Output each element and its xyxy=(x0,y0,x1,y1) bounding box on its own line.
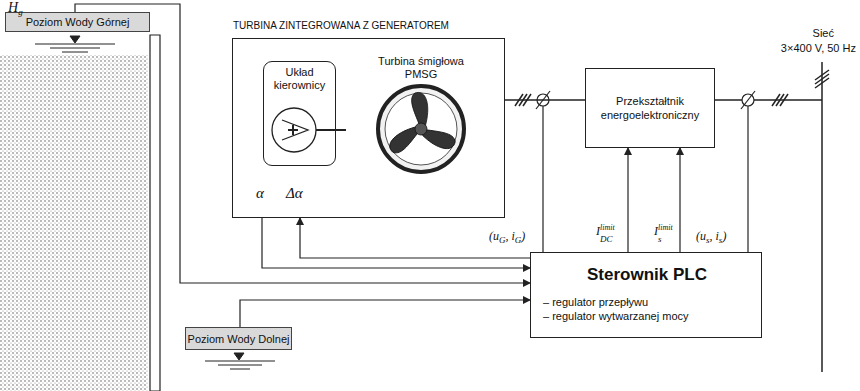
subscript: g xyxy=(18,7,23,17)
signal-name: (us, is) xyxy=(696,230,726,242)
label-text: 3×400 V, 50 Hz xyxy=(781,42,856,54)
signal-line xyxy=(679,148,680,252)
label-text: α xyxy=(256,185,264,201)
subscript: G xyxy=(499,235,506,245)
signal-line xyxy=(627,148,628,252)
water-level-box: Poziom Wody Górnej xyxy=(5,12,150,32)
grid-name: Sieć xyxy=(813,28,834,39)
node-text: Turbina śmigłowa PMSG xyxy=(345,55,497,81)
signal-line xyxy=(262,218,530,268)
node-text: – regulator wytwarzanej mocy xyxy=(543,309,751,323)
grid-rating: 3×400 V, 50 Hz xyxy=(781,43,856,54)
subscript: s xyxy=(719,235,723,245)
node-text: Poziom Wody Górnej xyxy=(26,16,130,28)
node-text: Układ kierownicy xyxy=(264,66,335,92)
node-text: TURBINA ZINTEGROWANA Z GENERATOREM xyxy=(233,20,449,31)
turbine-generator-box: TURBINA ZINTEGROWANA Z GENERATOREMUkład … xyxy=(232,38,505,218)
water-level-box: Poziom Wody Dolnej xyxy=(185,327,292,350)
angle-signal: α xyxy=(256,186,264,201)
water-body xyxy=(0,55,148,391)
index-stack: limit s xyxy=(658,224,673,241)
signal-name: IlimitDC xyxy=(596,224,615,241)
signal-line xyxy=(300,218,530,258)
guide-vane-box: Układ kierownicy xyxy=(263,61,336,166)
label-text: (u xyxy=(696,229,706,243)
upper-water-symbol xyxy=(35,36,115,52)
node-text: Przekształtnik energoelektroniczny xyxy=(592,94,708,123)
subscript: s xyxy=(706,235,710,245)
index-stack: limitDC xyxy=(600,224,615,241)
grid-bus xyxy=(515,62,829,372)
subscript: s xyxy=(658,235,673,244)
label-text: H xyxy=(8,0,18,15)
label-text: Δα xyxy=(286,185,303,201)
superscript: limit xyxy=(658,224,673,232)
dam-wall xyxy=(150,35,160,391)
guide-vane-symbol xyxy=(264,98,335,158)
signal-line xyxy=(240,300,530,327)
controller-title: Sterownik PLC xyxy=(543,265,751,285)
label-text: Sieć xyxy=(813,27,834,39)
node-text: Poziom Wody Dolnej xyxy=(188,333,290,345)
label-text: ) xyxy=(722,229,726,243)
turbine-symbol: Turbina śmigłowa PMSG xyxy=(345,55,497,179)
label-text: ) xyxy=(521,229,525,243)
label-text: (u xyxy=(489,229,499,243)
label-text: , i xyxy=(506,229,515,243)
head-symbol: Hg xyxy=(8,1,23,15)
converter-box: Przekształtnik energoelektroniczny xyxy=(585,68,715,148)
plc-box: Sterownik PLC – regulator przepływu– regu… xyxy=(530,252,762,338)
lower-water-symbol xyxy=(205,353,275,369)
subscript: DC xyxy=(600,235,615,244)
angle-command: Δα xyxy=(286,186,303,201)
signal-line xyxy=(75,4,530,283)
superscript: limit xyxy=(600,224,615,232)
signal-name: Ilimit s xyxy=(654,224,673,241)
subscript: G xyxy=(515,235,522,245)
label-text: I xyxy=(596,224,600,238)
propeller-pmsg-symbol xyxy=(345,83,497,175)
signal-name: (uG, iG) xyxy=(489,230,525,242)
label-text: , i xyxy=(710,229,719,243)
power-line xyxy=(505,99,585,101)
label-text: I xyxy=(654,224,658,238)
node-text: – regulator przepływu xyxy=(543,295,751,309)
